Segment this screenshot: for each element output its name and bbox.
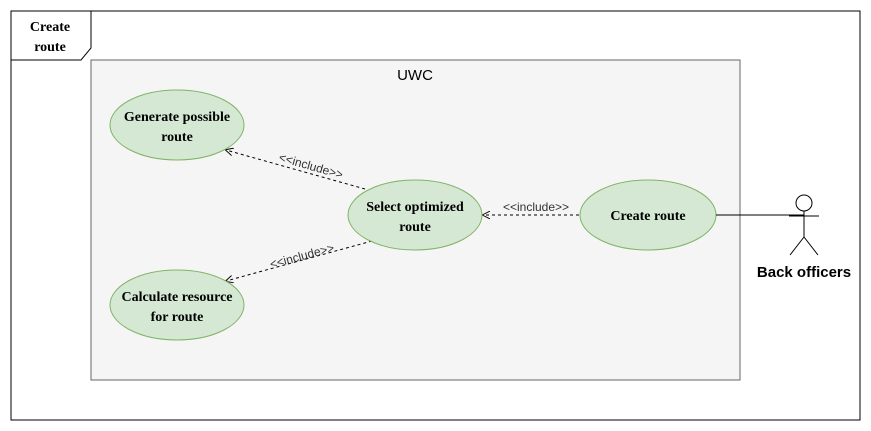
use-case-generate-label-line2: route (161, 130, 193, 145)
use-case-generate-label-line1: Generate possible (124, 110, 230, 125)
actor-name: Back officers (757, 264, 851, 281)
use-case-generate-possible-route[interactable] (109, 89, 245, 161)
actor-right-leg (803, 236, 819, 256)
use-case-select-label-line2: route (399, 220, 431, 235)
actor-head (795, 194, 813, 212)
include-edge-select-calculate (226, 240, 373, 281)
frame-title-line2: route (34, 40, 66, 55)
use-case-select-optimized-route[interactable] (347, 179, 483, 251)
system-name: UWC (397, 67, 433, 84)
use-case-calculate-resource[interactable] (109, 269, 245, 341)
use-case-select-label-line1: Select optimized (366, 200, 464, 215)
actor-left-leg (789, 236, 805, 256)
include-label-select: <<include>> (503, 200, 569, 214)
use-case-create-label: Create route (610, 209, 685, 224)
include-edge-select-generate (226, 150, 366, 190)
actor-figure[interactable] (789, 194, 819, 256)
frame-title-tab (10, 10, 92, 61)
frame-title-line1: Create (30, 20, 70, 35)
use-case-calculate-label-line1: Calculate resource (121, 290, 232, 305)
use-case-calculate-label-line2: for route (151, 310, 204, 325)
